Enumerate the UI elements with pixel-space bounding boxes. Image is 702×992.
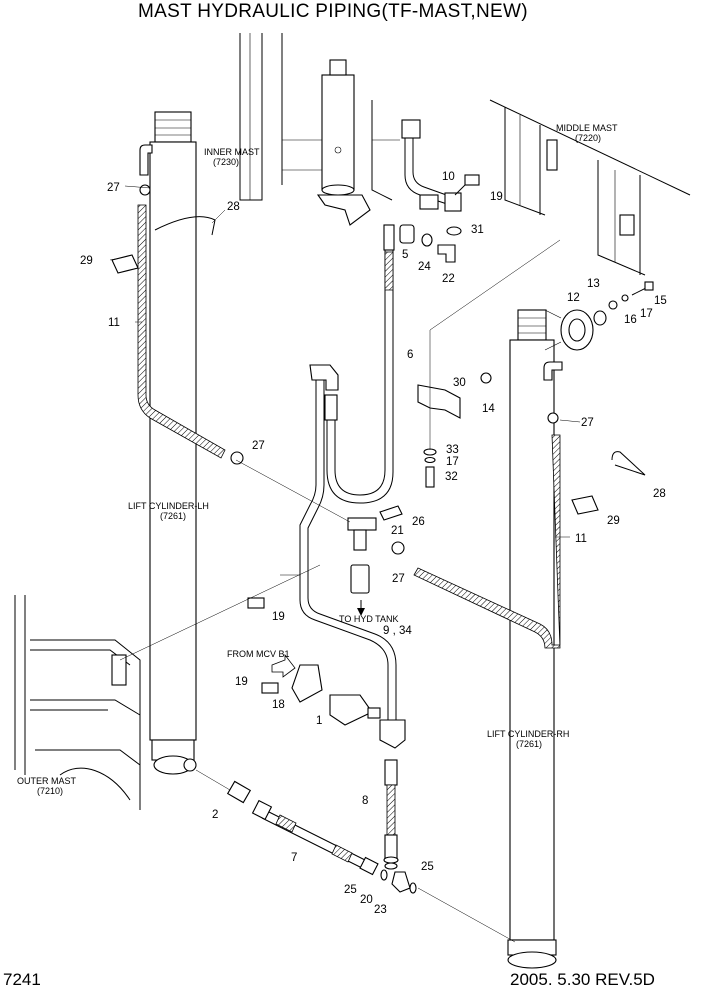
callout-26: 26: [412, 516, 425, 528]
lift-cylinder-lh: [139, 111, 197, 775]
outer-mast: [14, 595, 141, 810]
lift-cylinder-lh-label: LIFT CYLINDER-LH: [128, 501, 209, 511]
callout-2: 2: [212, 809, 218, 821]
callout-15: 15: [654, 295, 667, 307]
callout-6: 6: [407, 349, 413, 361]
hose-8: [383, 759, 399, 864]
middle-mast-label: MIDDLE MAST: [556, 123, 618, 133]
callout-13: 13: [587, 278, 600, 290]
callout-12: 12: [567, 292, 580, 304]
to-hyd-tank-parts: 9 , 34: [383, 625, 412, 637]
callout-30: 30: [453, 377, 466, 389]
inner-mast-label: INNER MAST: [204, 147, 260, 157]
callout-28-top: 28: [227, 201, 240, 213]
pipe-9: [299, 364, 406, 749]
page-title: MAST HYDRAULIC PIPING(TF-MAST,NEW): [138, 1, 528, 22]
callout-5: 5: [402, 249, 408, 261]
from-mcv-label: FROM MCV B1: [227, 649, 290, 659]
callout-8: 8: [362, 795, 368, 807]
callout-29-right: 29: [607, 515, 620, 527]
callout-18: 18: [272, 699, 285, 711]
callout-27-a: 27: [107, 182, 120, 194]
callout-24: 24: [418, 261, 431, 273]
callout-17-mid: 17: [446, 456, 459, 468]
middle-mast-code: (7220): [575, 133, 601, 143]
callout-32: 32: [445, 471, 458, 483]
callout-23: 23: [374, 904, 387, 916]
callout-7: 7: [291, 852, 297, 864]
inner-mast: [239, 33, 400, 226]
callout-27-d: 27: [392, 573, 405, 585]
lift-cylinder-lh-code: (7261): [160, 511, 186, 521]
callout-28-right: 28: [653, 488, 666, 500]
lift-cylinder-rh: [507, 309, 563, 969]
lift-cylinder-rh-code: (7261): [516, 739, 542, 749]
callout-14: 14: [482, 403, 495, 415]
callout-19-top: 19: [490, 191, 503, 203]
hose-11-lh: [137, 204, 226, 459]
callout-19-mid: 19: [272, 611, 285, 623]
middle-mast: [489, 99, 691, 276]
callout-29-left: 29: [80, 255, 93, 267]
inner-mast-code: (7230): [213, 157, 239, 167]
callout-11-rh: 11: [575, 533, 587, 545]
callout-25-right: 25: [421, 861, 434, 873]
page-number: 7241: [3, 970, 41, 989]
callout-10: 10: [442, 171, 455, 183]
outer-mast-label: OUTER MAST: [17, 776, 77, 786]
revision-date: 2005. 5.30 REV.5D: [510, 970, 655, 989]
callout-22: 22: [442, 273, 455, 285]
callout-21: 21: [391, 525, 404, 537]
to-hyd-tank-label: TO HYD TANK: [339, 614, 399, 624]
callout-19-low: 19: [235, 676, 248, 688]
callout-27-c: 27: [581, 417, 594, 429]
hose-11-rh: [413, 434, 561, 649]
callout-11-lh: 11: [108, 317, 120, 329]
hose-6: [324, 224, 395, 504]
callout-27-b: 27: [252, 440, 265, 452]
callout-31: 31: [471, 224, 484, 236]
outer-mast-code: (7210): [37, 786, 63, 796]
callout-25-left: 25: [344, 884, 357, 896]
fittings: [111, 119, 654, 894]
callout-1: 1: [316, 715, 322, 727]
leader-lines: [109, 185, 581, 943]
callout-20: 20: [360, 894, 373, 906]
callout-33: 33: [446, 444, 459, 456]
lift-cylinder-rh-label: LIFT CYLINDER-RH: [487, 729, 569, 739]
callout-16: 16: [624, 314, 637, 326]
callout-numbers: 1 2 5 6 7 8 10 11 11 12 13 14 15 16 17 1…: [80, 171, 667, 916]
hose-7: [251, 799, 379, 876]
callout-17-top: 17: [640, 308, 653, 320]
